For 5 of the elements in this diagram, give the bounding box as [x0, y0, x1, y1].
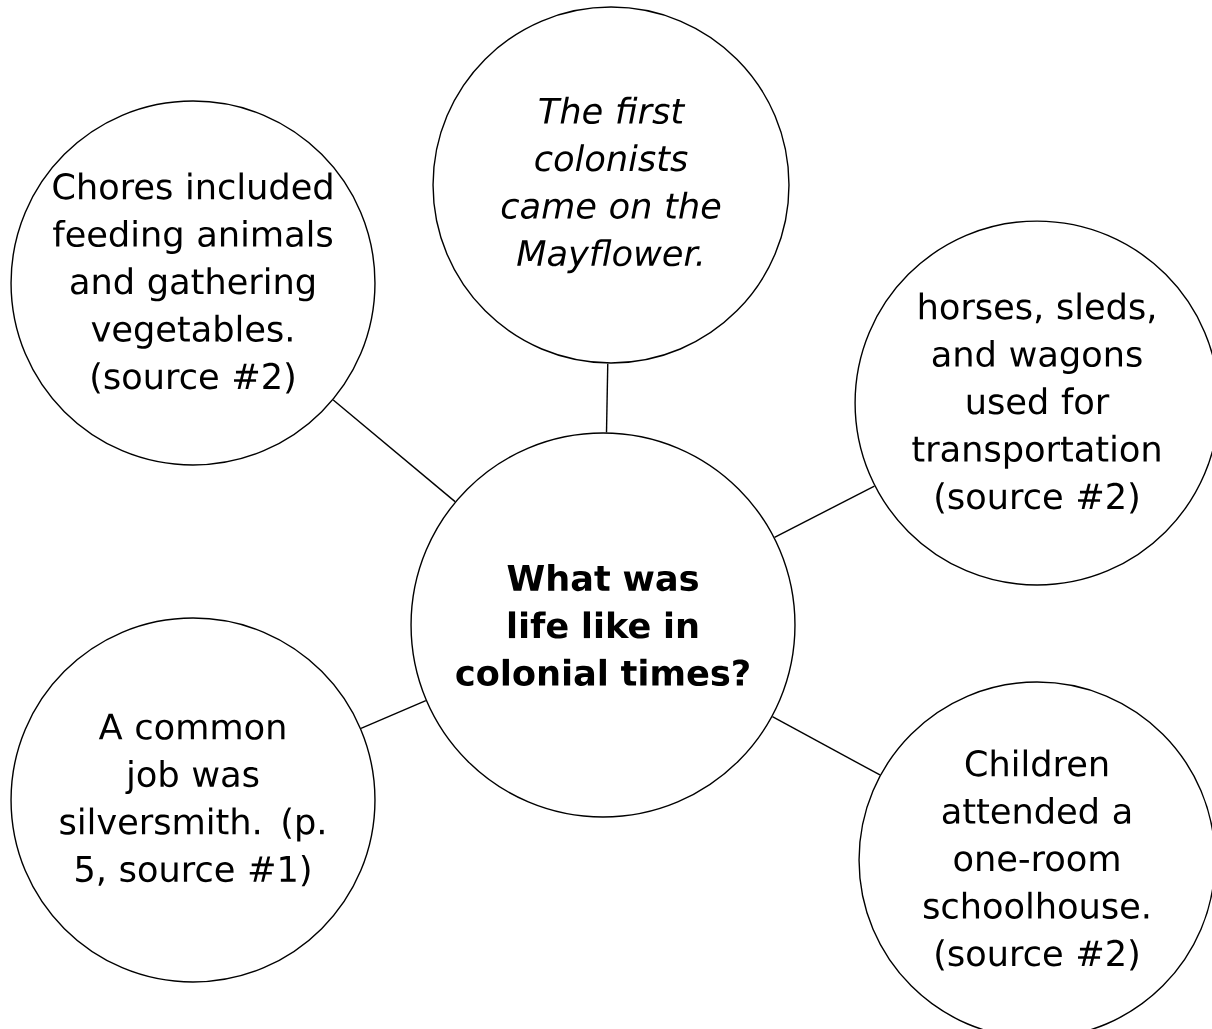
connector-line: [360, 699, 427, 729]
connector-line: [332, 399, 456, 503]
connector-line: [773, 485, 876, 538]
connector-line: [605, 362, 609, 434]
connector-line: [771, 716, 881, 776]
